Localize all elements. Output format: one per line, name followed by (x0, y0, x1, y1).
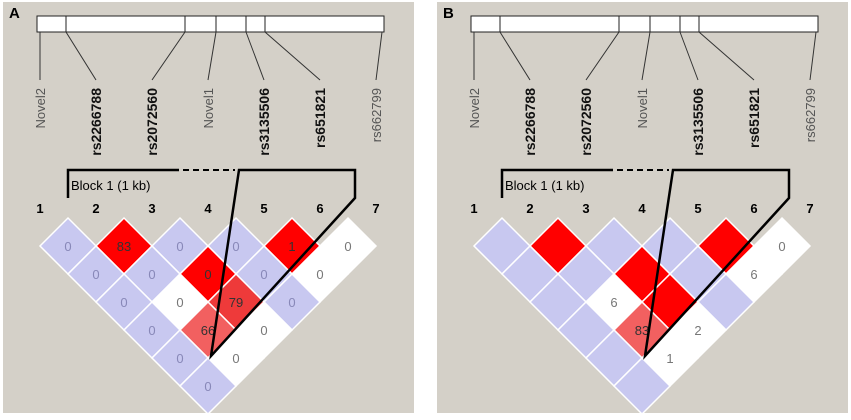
snp-index: 3 (582, 201, 589, 216)
snp-position-bar (36, 15, 385, 33)
panel-letter: B (443, 5, 454, 22)
haplotype-block-outline (500, 168, 791, 360)
ld-value: 0 (92, 267, 99, 282)
snp-label: Novel1 (201, 88, 216, 128)
snp-connector-line (245, 31, 265, 81)
ld-value: 0 (176, 239, 183, 254)
snp-connector-line (679, 31, 699, 81)
block-label: Block 1 (1 kb) (505, 178, 584, 193)
snp-label: rs2266788 (88, 88, 104, 156)
ld-value: 0 (204, 267, 211, 282)
ld-value: 0 (176, 295, 183, 310)
ld-value: 1 (288, 239, 295, 254)
snp-index: 2 (92, 201, 99, 216)
ld-value: 0 (148, 323, 155, 338)
snp-index: 7 (372, 201, 379, 216)
snp-label: Novel2 (467, 88, 482, 128)
snp-connector-line (151, 31, 186, 81)
snp-connector-line (375, 31, 383, 81)
ld-cell (612, 356, 672, 416)
snp-label: Novel2 (33, 88, 48, 128)
snp-index: 3 (148, 201, 155, 216)
ld-value: 0 (316, 267, 323, 282)
snp-index: 5 (694, 201, 701, 216)
snp-index: 6 (316, 201, 323, 216)
ld-value: 0 (260, 323, 267, 338)
ld-value: 0 (64, 239, 71, 254)
ld-value: 66 (201, 323, 215, 338)
ld-value: 0 (260, 267, 267, 282)
snp-index: 1 (470, 201, 477, 216)
snp-connector-line (65, 31, 97, 81)
snp-index: 7 (806, 201, 813, 216)
ld-value: 0 (148, 267, 155, 282)
ld-value: 0 (778, 239, 785, 254)
panel-letter: A (9, 5, 20, 22)
snp-label: rs662799 (369, 88, 384, 142)
snp-label: rs2072560 (578, 88, 594, 156)
ld-value: 6 (610, 295, 617, 310)
ld-value: 0 (232, 351, 239, 366)
ld-cell (178, 356, 238, 416)
ld-value: 0 (232, 239, 239, 254)
snp-index: 5 (260, 201, 267, 216)
snp-connector-line (641, 31, 651, 81)
ld-value: 83 (635, 323, 649, 338)
snp-index: 4 (204, 201, 212, 216)
snp-connector-line (499, 31, 531, 81)
snp-label: rs3135506 (256, 88, 272, 156)
ld-value: 0 (288, 295, 295, 310)
snp-label: Novel1 (635, 88, 650, 128)
panel-b: B Novel2 rs2266788 rs2072560 Novel1 rs3135506… (437, 2, 848, 416)
snp-connector-line (698, 31, 755, 81)
snp-label: rs2266788 (522, 88, 538, 156)
ld-value: 2 (694, 323, 701, 338)
snp-label: rs651821 (312, 88, 328, 148)
snp-label: rs2072560 (144, 88, 160, 156)
snp-connector-line (809, 31, 817, 81)
snp-index: 2 (526, 201, 533, 216)
snp-label: rs3135506 (690, 88, 706, 156)
snp-index: 6 (750, 201, 757, 216)
haplotype-block-outline (66, 168, 357, 360)
ld-value: 6 (750, 267, 757, 282)
snp-connector-line (585, 31, 620, 81)
snp-label: rs651821 (746, 88, 762, 148)
ld-value: 0 (344, 239, 351, 254)
snp-position-bar (470, 15, 819, 33)
ld-value: 0 (204, 379, 211, 394)
ld-value: 0 (120, 295, 127, 310)
snp-connector-line (207, 31, 217, 81)
ld-value: 1 (666, 351, 673, 366)
snp-index: 4 (638, 201, 646, 216)
block-label: Block 1 (1 kb) (71, 178, 150, 193)
snp-label: rs662799 (803, 88, 818, 142)
ld-value: 0 (176, 351, 183, 366)
snp-index: 1 (36, 201, 43, 216)
ld-value: 83 (117, 239, 131, 254)
panel-a: A Novel2 rs2266788 rs2072560 Novel1 rs3135506… (3, 2, 414, 416)
snp-connector-line (264, 31, 321, 81)
ld-value: 79 (229, 295, 243, 310)
